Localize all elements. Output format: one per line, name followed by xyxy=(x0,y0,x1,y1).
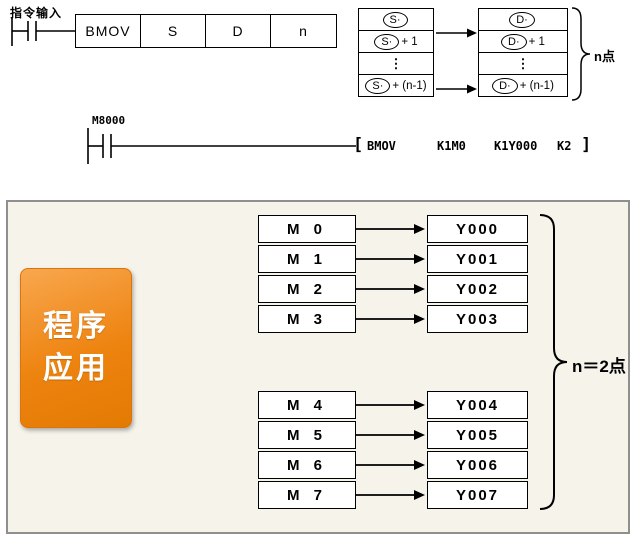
badge-line-2: 应用 xyxy=(43,352,109,385)
y-cell-6: Y006 xyxy=(427,451,528,479)
y-cell-0: Y000 xyxy=(427,215,528,243)
fmt-cell-mnemonic: BMOV xyxy=(76,15,141,47)
source-row-0: S· xyxy=(358,8,434,31)
y-cell-1: Y001 xyxy=(427,245,528,273)
dest-row-1: D· + 1 xyxy=(478,30,568,53)
dest-row-suffix: + 1 xyxy=(528,35,545,48)
m-cell-7: M 7 xyxy=(258,481,356,509)
badge-line-1: 程序 xyxy=(43,310,109,343)
m-cell-0: M 0 xyxy=(258,215,356,243)
m-cell-4: M 4 xyxy=(258,391,356,419)
s-operand-oval: S· xyxy=(382,11,408,28)
y-cell-4: Y004 xyxy=(427,391,528,419)
m-cell-3: M 3 xyxy=(258,305,356,333)
source-register-table: S· S· + 1 ⋮ S· + (n-1) xyxy=(358,8,434,97)
instruction-open-bracket: [ xyxy=(353,135,364,155)
source-row-1: S· + 1 xyxy=(358,30,434,53)
s-operand-oval: S· xyxy=(365,77,391,94)
y-cell-5: Y005 xyxy=(427,421,528,449)
d-operand-oval: D· xyxy=(509,11,535,28)
y-cell-2: Y002 xyxy=(427,275,528,303)
transfer-arrows-top xyxy=(436,28,477,94)
m-cell-6: M 6 xyxy=(258,451,356,479)
ladder-op-dest: K1Y000 xyxy=(494,139,538,153)
s-operand-oval: S· xyxy=(374,33,400,50)
dest-row-0: D· xyxy=(478,8,568,31)
d-operand-oval: D· xyxy=(492,77,518,94)
source-ellipsis: ⋮ xyxy=(358,52,434,75)
y-cell-7: Y007 xyxy=(427,481,528,509)
instruction-format-table: BMOV S D n xyxy=(75,14,337,48)
m8000-contact-label: M8000 xyxy=(92,114,126,127)
m-cell-2: M 2 xyxy=(258,275,356,303)
instruction-close-bracket: ] xyxy=(581,135,592,155)
m8000-contact-rung xyxy=(87,128,356,164)
d-operand-oval: D· xyxy=(501,33,527,50)
n-equals-2-label: n＝2点 xyxy=(572,357,626,376)
instruction-input-contact-symbol xyxy=(11,17,75,46)
source-row-suffix: + 1 xyxy=(401,35,418,48)
dest-register-table: D· D· + 1 ⋮ D· + (n-1) xyxy=(478,8,568,97)
fmt-cell-source: S xyxy=(141,15,206,47)
dest-ellipsis: ⋮ xyxy=(478,52,568,75)
ladder-op-source: K1M0 xyxy=(437,139,466,153)
source-row-suffix: + (n-1) xyxy=(392,79,427,92)
program-application-badge: 程序 应用 xyxy=(20,268,132,428)
fmt-cell-count: n xyxy=(299,23,308,39)
fmt-cell-dest: D xyxy=(206,15,271,47)
y-cell-3: Y003 xyxy=(427,305,528,333)
source-row-3: S· + (n-1) xyxy=(358,74,434,97)
ladder-op-count: K2 xyxy=(557,139,572,153)
m-cell-1: M 1 xyxy=(258,245,356,273)
n-points-label: n点 xyxy=(594,49,615,64)
m-cell-5: M 5 xyxy=(258,421,356,449)
dest-row-suffix: + (n-1) xyxy=(519,79,554,92)
n-points-brace xyxy=(571,7,591,101)
instruction-input-label: 指令输入 xyxy=(10,6,63,20)
dest-row-3: D· + (n-1) xyxy=(478,74,568,97)
ladder-op-mnemonic: BMOV xyxy=(367,139,396,153)
